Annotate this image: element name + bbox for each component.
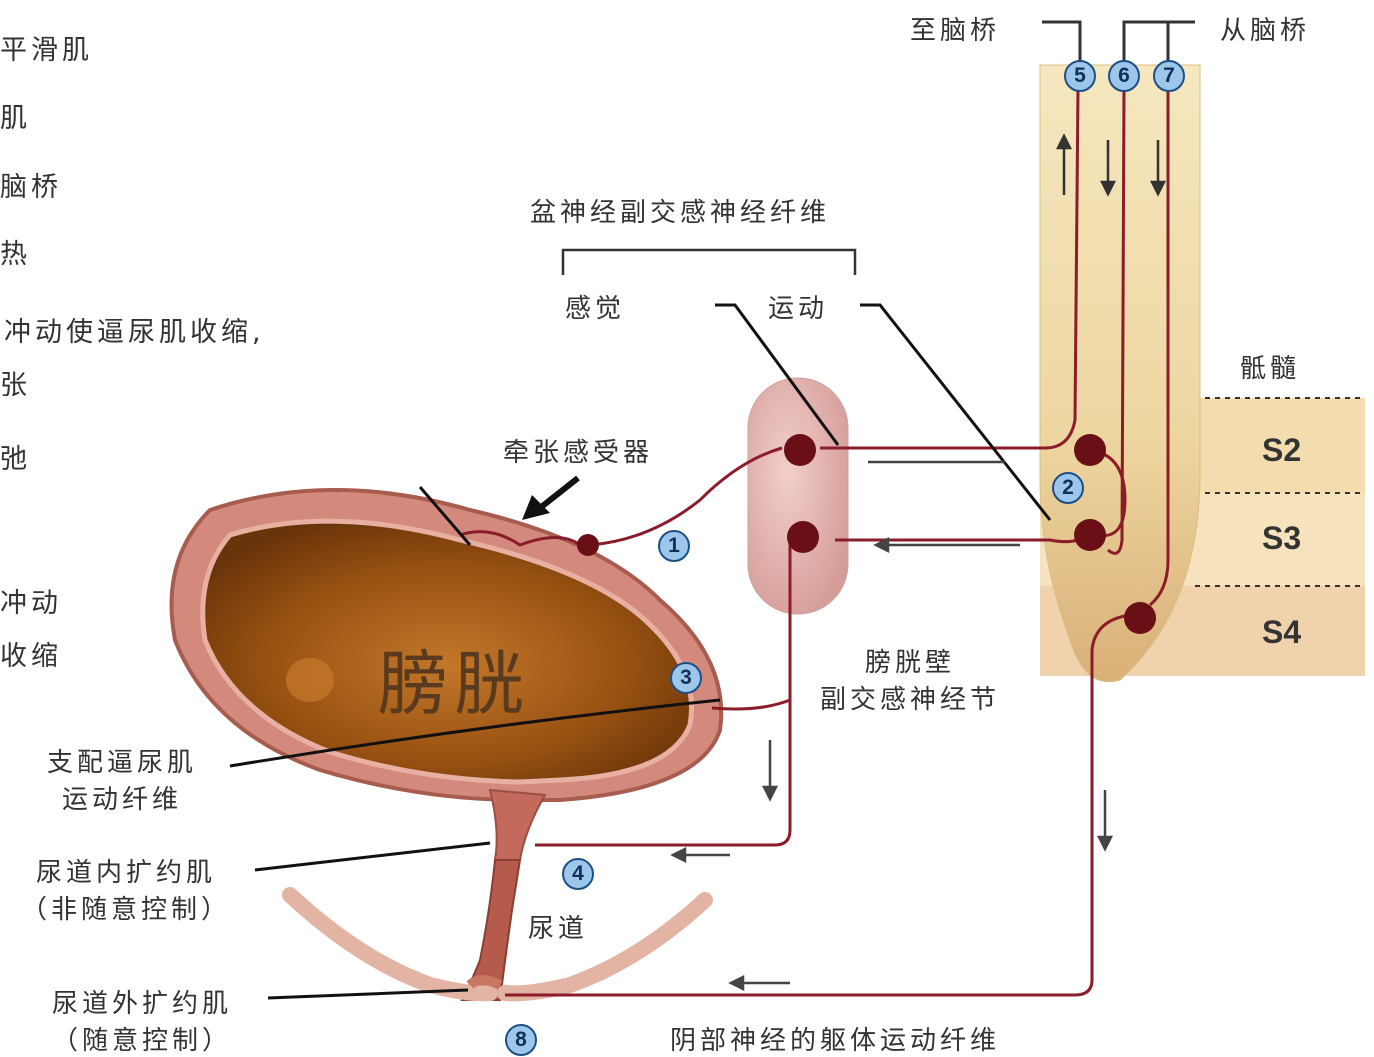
left-fragment-4: 热: [0, 232, 31, 271]
sensory-label: 感觉: [565, 288, 625, 325]
ganglion-label-line2: 副交感神经节: [800, 679, 1020, 716]
internal-sphincter-line1: 尿道内扩约肌: [6, 852, 246, 889]
internal-sphincter-label: 尿道内扩约肌 （非随意控制）: [6, 852, 246, 926]
to-pons-label: 至脑桥: [910, 10, 1000, 47]
ganglion-label: 膀胱壁 副交感神经节: [800, 642, 1020, 716]
sacral-cord-label: 骶髓: [1240, 348, 1300, 385]
detrusor-motor-label: 支配逼尿肌 运动纤维: [22, 742, 222, 816]
urethra-label: 尿道: [528, 908, 588, 945]
marker-5: 5: [1064, 60, 1096, 92]
stretch-receptor-pointer: [522, 478, 578, 520]
segment-s4-label: S4: [1262, 614, 1301, 651]
marker-2: 2: [1052, 472, 1084, 504]
marker-4: 4: [562, 858, 594, 890]
left-fragment-2: 肌: [0, 96, 31, 135]
internal-sphincter-line2: （非随意控制）: [6, 889, 246, 926]
pudendal-nerve-label: 阴部神经的躯体运动纤维: [670, 1020, 1000, 1057]
left-fragment-1: 平滑肌: [0, 28, 93, 67]
bladder-illustration: [172, 490, 722, 1000]
marker-3: 3: [670, 662, 702, 694]
segment-s3-label: S3: [1262, 520, 1301, 557]
left-fragment-7: 弛: [0, 437, 31, 476]
marker-6: 6: [1108, 60, 1140, 92]
left-fragment-9: 收缩: [0, 634, 62, 673]
from-pons-label: 从脑桥: [1220, 10, 1310, 47]
segment-s2-label: S2: [1262, 432, 1301, 469]
left-fragment-5: 冲动使逼尿肌收缩,: [4, 310, 265, 349]
pons-brackets: [1042, 22, 1195, 62]
pelvic-nerve-label: 盆神经副交感神经纤维: [530, 192, 830, 229]
left-fragment-3: 脑桥: [0, 165, 62, 204]
bladder-label: 膀胱: [378, 628, 530, 729]
pelvic-nerve-bracket: [563, 250, 855, 275]
marker-8: 8: [505, 1024, 537, 1056]
external-sphincter-line2: （随意控制）: [22, 1020, 262, 1057]
external-sphincter-label: 尿道外扩约肌 （随意控制）: [22, 983, 262, 1057]
motor-label: 运动: [768, 288, 828, 325]
external-sphincter-line1: 尿道外扩约肌: [22, 983, 262, 1020]
detrusor-label-line2: 运动纤维: [22, 779, 222, 816]
marker-7: 7: [1153, 60, 1185, 92]
marker-1: 1: [658, 530, 690, 562]
stretch-receptor-label: 牵张感受器: [503, 432, 653, 469]
ganglion-label-line1: 膀胱壁: [800, 642, 1020, 679]
detrusor-label-line1: 支配逼尿肌: [22, 742, 222, 779]
left-fragment-6: 张: [0, 363, 31, 402]
parasympathetic-ganglion: [748, 378, 848, 614]
left-fragment-8: 冲动: [0, 581, 62, 620]
